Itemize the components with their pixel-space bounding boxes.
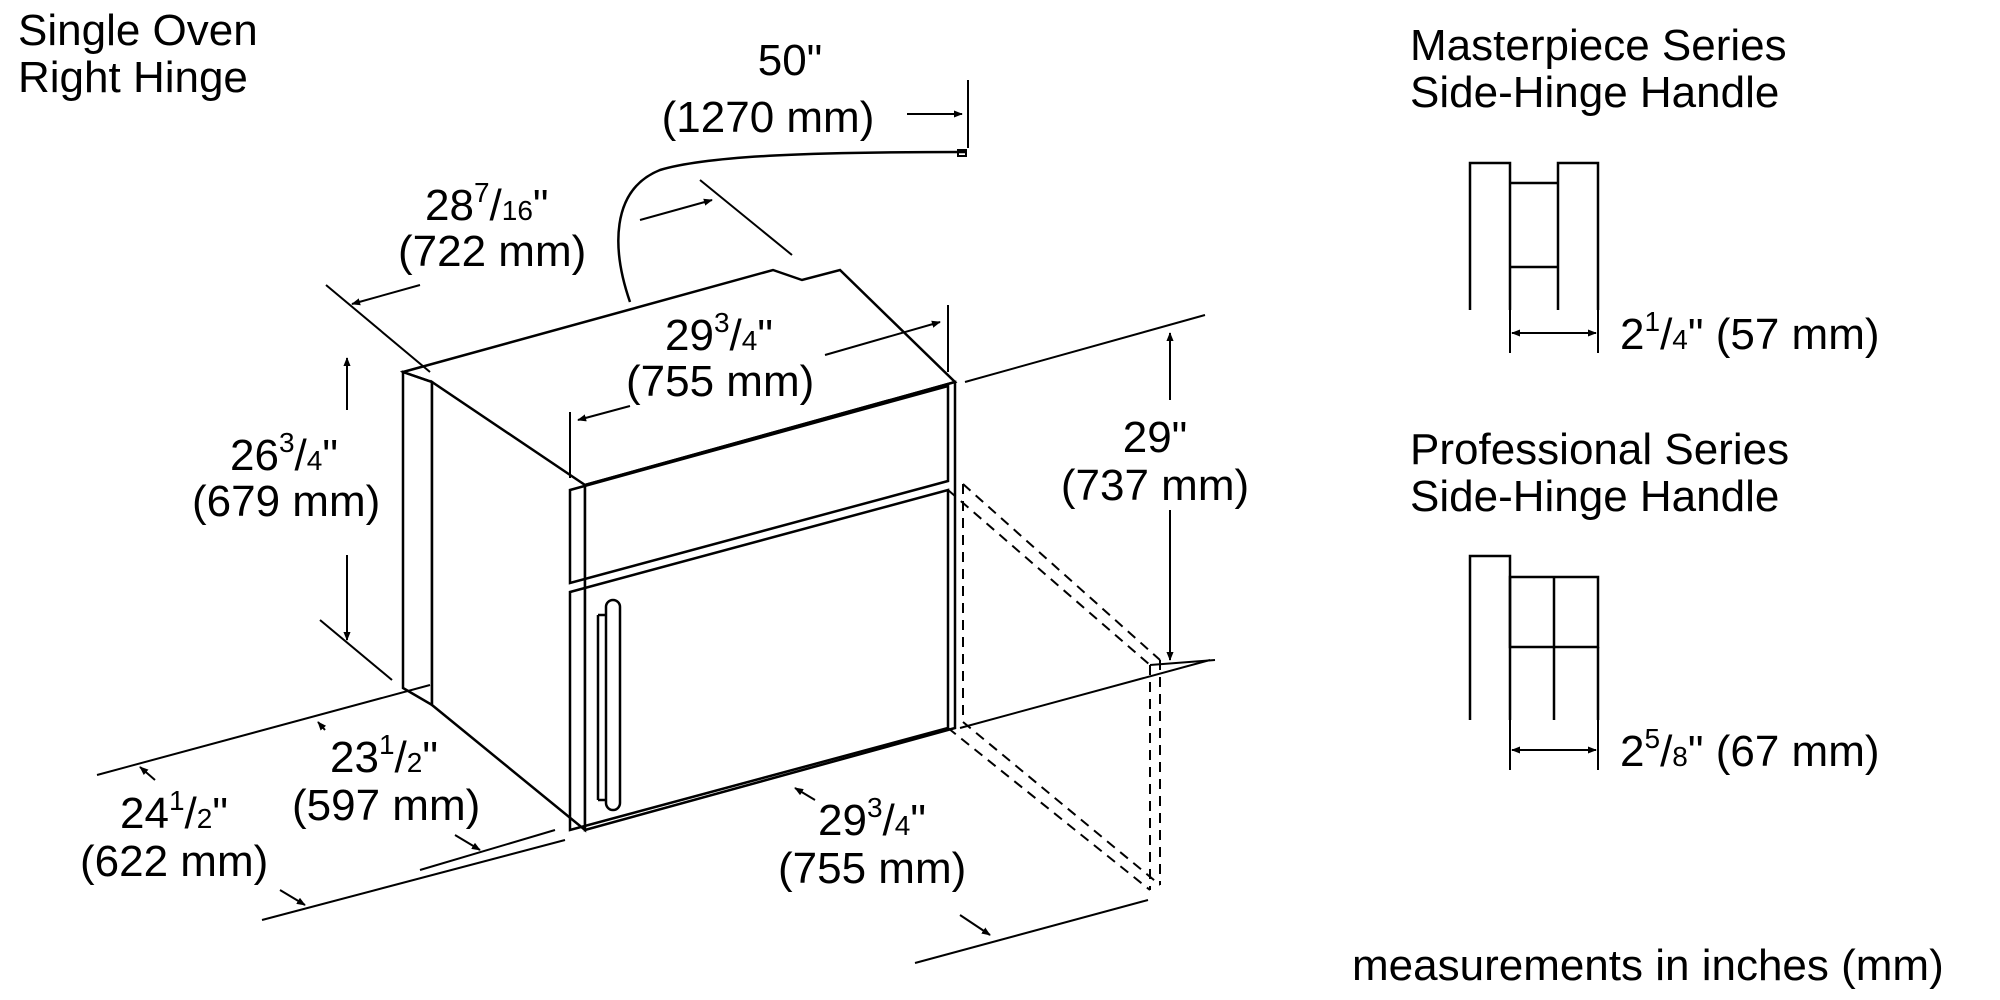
professional-dim: 25/8" (67 mm) (1620, 723, 1880, 776)
width-bottom-arrow-bottom (959, 914, 991, 936)
title-line-2: Right Hinge (18, 53, 248, 102)
width-top-label: 293/4" (665, 307, 773, 360)
cutout-height-inch: 29" (1123, 413, 1188, 462)
depth-body-arrow-top (317, 721, 327, 731)
masterpiece-dim: 21/4" (57 mm) (1620, 306, 1880, 359)
professional-title-line-1: Professional Series (1410, 425, 1789, 474)
depth-overall-arrow-top (139, 766, 156, 781)
depth-body-mm: (597 mm) (292, 781, 480, 830)
oven-front-face (583, 380, 957, 832)
masterpiece-handle-bar (1556, 161, 1600, 310)
depth-overall-mm: (622 mm) (80, 837, 268, 886)
height-label: 263/4" (230, 427, 338, 480)
height-mm: (679 mm) (192, 477, 380, 526)
depth-overall-arrow-bottom (279, 889, 306, 906)
width-top-mm: (755 mm) (626, 357, 814, 406)
depth-overall-label: 241/2" (120, 785, 228, 838)
professional-title-line-2: Side-Hinge Handle (1410, 472, 1779, 521)
door-handle (604, 598, 622, 812)
masterpiece-door-edge (1468, 161, 1512, 310)
cord-dim-mm: (1270 mm) (662, 93, 875, 142)
depth-body-arrow-bottom (454, 834, 481, 851)
oven-side-panel (401, 370, 434, 708)
width-top-arrow-left (577, 405, 631, 422)
depth-top-label: 287/16" (425, 177, 549, 230)
width-bottom-label: 293/4" (818, 792, 926, 845)
cord-dim-inch: 50" (758, 36, 823, 85)
masterpiece-handle-detail: Masterpiece Series Side-Hinge Handle 21/… (1410, 21, 1880, 359)
masterpiece-title-line-1: Masterpiece Series (1410, 21, 1787, 70)
depth-body-label: 231/2" (330, 729, 438, 782)
professional-handle-detail: Professional Series Side-Hinge Handle 25… (1410, 425, 1880, 776)
width-bottom-arrow-top (794, 787, 816, 801)
cutout-floor-line (959, 659, 1211, 729)
depth-top-arrow-right (639, 198, 713, 221)
measurement-units-note: measurements in inches (mm) (1352, 941, 1944, 990)
width-top-arrow-right (824, 320, 941, 356)
depth-top-mm: (722 mm) (398, 227, 586, 276)
cutout-height-mm: (737 mm) (1061, 461, 1249, 510)
masterpiece-title-line-2: Side-Hinge Handle (1410, 68, 1779, 117)
title-line-1: Single Oven (18, 6, 258, 55)
cord-plug (957, 149, 967, 157)
power-cord (617, 150, 967, 303)
cutout-outline (947, 483, 1161, 891)
depth-top-arrow-left (351, 284, 421, 306)
width-bottom-mm: (755 mm) (778, 844, 966, 893)
professional-door-edge (1468, 554, 1512, 720)
control-panel (568, 384, 950, 585)
